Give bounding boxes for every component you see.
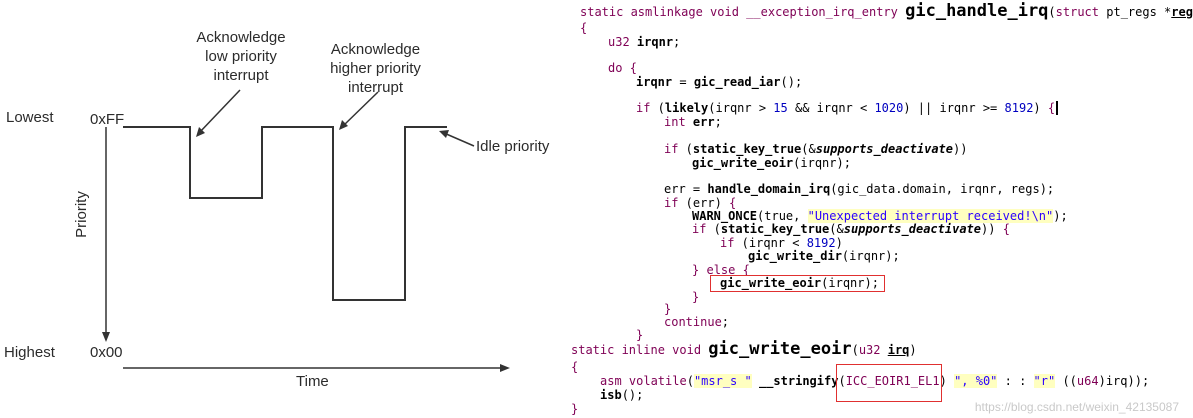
- lowest-label: Lowest: [6, 109, 54, 126]
- ack-low-line-3: interrupt: [213, 67, 269, 84]
- ack-low-annotation: Acknowledge low priority interrupt: [186, 28, 296, 85]
- ack-low-arrow-line: [198, 89, 241, 134]
- code-line-17: }: [692, 290, 700, 304]
- code-line-8: gic_write_eoir(irqnr);: [692, 156, 851, 170]
- ack-high-arrow-line: [342, 91, 379, 127]
- code-line-5: if (likely(irqnr > 15 && irqnr < 1020) |…: [636, 101, 1059, 115]
- ack-high-line-2: higher priority: [330, 60, 421, 77]
- ack-low-line-1: Acknowledge: [196, 29, 286, 46]
- code-line-4: irqnr = gic_read_iar();: [636, 75, 803, 89]
- time-axis-arrowhead: [500, 364, 510, 372]
- code-line-24: isb();: [600, 388, 644, 402]
- idle-arrowhead: [439, 130, 449, 138]
- ack-high-line-1: Acknowledge: [330, 41, 421, 58]
- ack-high-line-3: interrupt: [347, 79, 404, 96]
- code-line-16: gic_write_eoir(irqnr);: [720, 276, 879, 290]
- code-line-22: {: [571, 360, 579, 374]
- time-axis-label: Time: [296, 373, 329, 390]
- code-line-2: u32 irqnr;: [608, 35, 681, 49]
- highest-label: Highest: [4, 344, 55, 361]
- hex-ff-label: 0xFF: [90, 111, 125, 128]
- code-line-9: err = handle_domain_irq(gic_data.domain,…: [664, 182, 1055, 196]
- code-line-10: if (err) {: [664, 196, 737, 210]
- code-line-23: asm volatile("msr_s " __stringify(ICC_EO…: [600, 374, 1150, 388]
- highlight-box-eoir-call: [710, 275, 885, 292]
- code-line-6: int err;: [664, 115, 722, 129]
- priority-axis-label: Priority: [72, 191, 90, 238]
- code-line-25: }: [571, 402, 579, 416]
- code-line-14: gic_write_dir(irqnr);: [748, 249, 900, 263]
- ack-low-line-2: low priority: [205, 48, 277, 65]
- code-line-20: }: [636, 328, 644, 342]
- code-line-0: static asmlinkage void __exception_irq_e…: [580, 1, 1193, 21]
- ack-high-annotation: Acknowledge higher priority interrupt: [318, 40, 433, 97]
- code-line-11: WARN_ONCE(true, "Unexpected interrupt re…: [692, 209, 1068, 223]
- idle-arrow-line: [443, 132, 475, 147]
- ack-high-arrowhead: [339, 120, 348, 130]
- code-panel: static asmlinkage void __exception_irq_e…: [566, 0, 1193, 418]
- highlight-box-icc-eoir1: [836, 364, 942, 402]
- priority-waveform-svg: [102, 89, 510, 372]
- code-line-12: if (static_key_true(&supports_deactivate…: [692, 222, 1010, 236]
- code-line-15: } else {: [692, 263, 750, 277]
- code-line-13: if (irqnr < 8192): [720, 236, 843, 250]
- watermark: https://blog.csdn.net/weixin_42135087: [974, 400, 1179, 414]
- idle-priority-label: Idle priority: [476, 138, 550, 155]
- code-line-21: static inline void gic_write_eoir(u32 ir…: [571, 339, 917, 359]
- priority-waveform: [123, 126, 447, 301]
- code-line-7: if (static_key_true(&supports_deactivate…: [664, 142, 968, 156]
- code-line-3: do {: [608, 61, 637, 75]
- code-line-19: continue;: [664, 315, 730, 329]
- code-line-1: {: [580, 21, 588, 35]
- ack-low-arrowhead: [196, 127, 205, 137]
- priority-diagram: Lowest 0xFF Highest 0x00 Priority Time A…: [0, 0, 570, 418]
- code-line-18: }: [664, 302, 672, 316]
- hex-00-label: 0x00: [90, 344, 123, 361]
- priority-axis-arrowhead: [102, 332, 110, 342]
